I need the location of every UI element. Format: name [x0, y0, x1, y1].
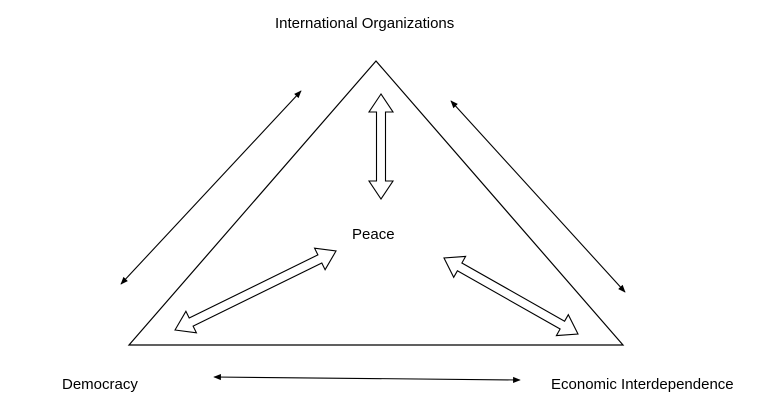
block-arrow-peace-democracy: [174, 247, 337, 334]
node-economic-interdependence: Economic Interdependence: [551, 376, 734, 393]
arrow-democracy-economic-interdependence: [213, 373, 521, 384]
block-arrow-peace-international-organizations: [367, 93, 395, 200]
block-arrow-peace-economic-interdependence: [443, 255, 579, 337]
node-international-organizations: International Organizations: [275, 15, 455, 32]
node-democracy: Democracy: [62, 376, 138, 393]
node-peace: Peace: [352, 226, 395, 243]
arrow-democracy-international-organizations: [120, 90, 302, 285]
arrow-international-organizations-economic-interdependence: [450, 100, 626, 293]
